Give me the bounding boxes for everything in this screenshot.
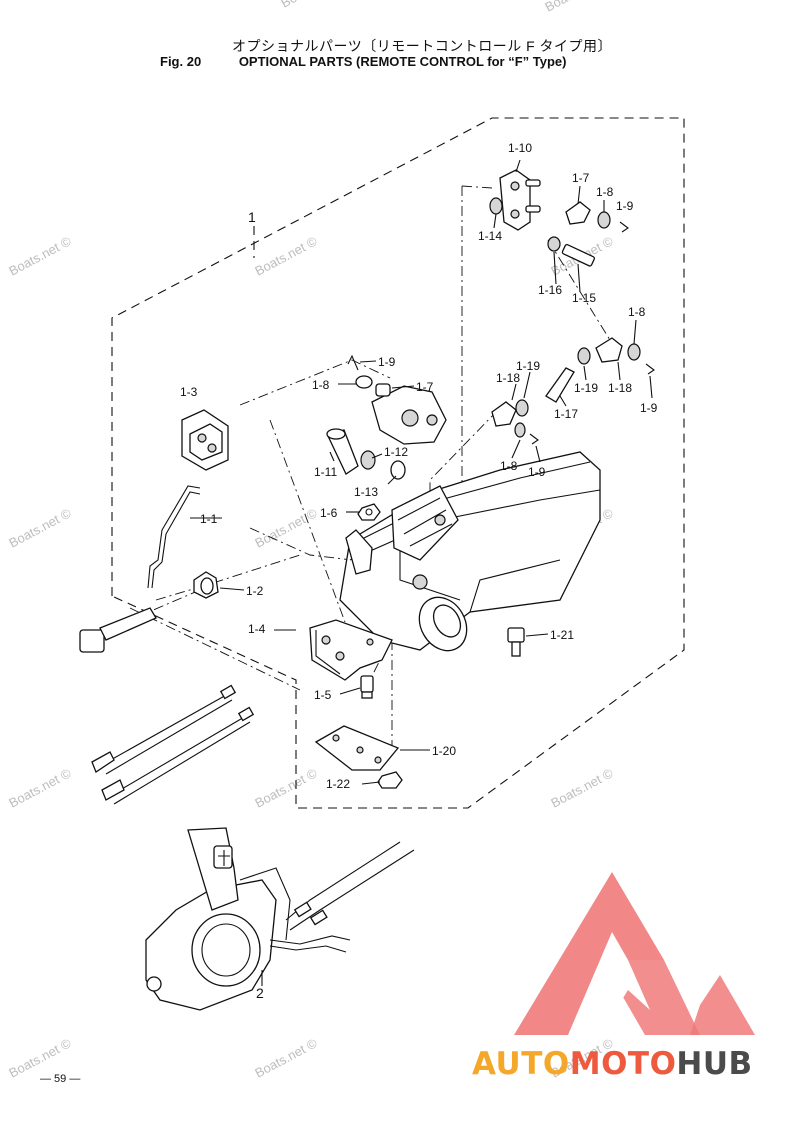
shift-linkage-top bbox=[489, 169, 629, 267]
assembly-boundary bbox=[111, 117, 685, 809]
callout-1-17: 1-17 bbox=[554, 407, 578, 421]
callout-1-9: 1-9 bbox=[616, 199, 634, 213]
watermark: Boats.net © bbox=[6, 505, 74, 550]
callout-1-18: 1-18 bbox=[608, 381, 632, 395]
watermark: Boats.net © bbox=[6, 233, 74, 278]
callout-1-14: 1-14 bbox=[478, 229, 502, 243]
watermark: Boats.net © bbox=[548, 765, 616, 810]
callout-1-9: 1-9 bbox=[378, 355, 396, 369]
title-japanese: オプショナルパーツ〔リモートコントロール F タイプ用〕 bbox=[232, 38, 613, 54]
callout-1-18: 1-18 bbox=[496, 371, 520, 385]
throttle-arm-assembly bbox=[326, 354, 447, 480]
watermark: Boats.net © bbox=[252, 765, 320, 810]
watermark: Boats.net © bbox=[6, 765, 74, 810]
callout-1-9: 1-9 bbox=[640, 401, 658, 415]
callout-1-5: 1-5 bbox=[314, 688, 332, 702]
callout-1-4: 1-4 bbox=[248, 622, 266, 636]
bracket-plate bbox=[309, 619, 393, 681]
watermark: Boats.net © bbox=[252, 233, 320, 278]
engine-mount-frame bbox=[339, 451, 601, 652]
figure-title: OPTIONAL PARTS (REMOTE CONTROL for “F” T… bbox=[238, 54, 567, 69]
grommet bbox=[193, 571, 219, 599]
figure-number: Fig. 20 bbox=[160, 54, 202, 69]
brand-hub: HUB bbox=[676, 1046, 753, 1082]
callout-1-7: 1-7 bbox=[572, 171, 590, 185]
watermark: Boats.net © bbox=[542, 0, 610, 15]
remote-control-box bbox=[145, 827, 415, 1011]
shift-linkage-right bbox=[491, 337, 655, 445]
callout-1-2: 1-2 bbox=[246, 584, 264, 598]
callout-1-8: 1-8 bbox=[628, 305, 646, 319]
throttle-rod bbox=[79, 485, 201, 653]
callout-1-7: 1-7 bbox=[416, 380, 434, 394]
brand-moto: MOTO bbox=[569, 1046, 677, 1082]
callout-1-19: 1-19 bbox=[574, 381, 598, 395]
callout-1-13: 1-13 bbox=[354, 485, 378, 499]
callout-1-20: 1-20 bbox=[432, 744, 456, 758]
callout-1-8: 1-8 bbox=[500, 459, 518, 473]
callout-2: 2 bbox=[256, 985, 264, 1001]
callout-1-3: 1-3 bbox=[180, 385, 198, 399]
watermark: Boats.net © bbox=[278, 0, 346, 11]
callout-1-8: 1-8 bbox=[596, 185, 614, 199]
control-cables bbox=[91, 684, 255, 805]
callout-labels: 1 1-1 1-2 1-3 1-4 1-5 1-6 1-7 1-7 1-8 1-… bbox=[180, 141, 658, 1001]
callout-1-22: 1-22 bbox=[326, 777, 350, 791]
logo-triangle-icon bbox=[514, 872, 755, 1035]
callout-1-12: 1-12 bbox=[384, 445, 408, 459]
fasteners bbox=[357, 503, 525, 789]
callout-1-21: 1-21 bbox=[550, 628, 574, 642]
watermark: Boats.net © bbox=[252, 1035, 320, 1080]
mounting-plate bbox=[314, 725, 400, 771]
callout-1-19: 1-19 bbox=[516, 359, 540, 373]
brand-logo-text: AUTOMOTOHUB bbox=[472, 1046, 753, 1082]
grommet-plate bbox=[181, 409, 229, 471]
callout-1-10: 1-10 bbox=[508, 141, 532, 155]
callout-1-16: 1-16 bbox=[538, 283, 562, 297]
title-english: Fig. 20 OPTIONAL PARTS (REMOTE CONTROL f… bbox=[160, 54, 566, 69]
callout-1: 1 bbox=[248, 209, 256, 225]
callout-1-11: 1-11 bbox=[314, 465, 337, 479]
callout-1-1: 1-1 bbox=[200, 512, 218, 526]
leader-lines bbox=[190, 159, 653, 986]
callout-1-9: 1-9 bbox=[528, 465, 546, 479]
callout-1-8: 1-8 bbox=[312, 378, 330, 392]
callout-1-15: 1-15 bbox=[572, 291, 596, 305]
callout-1-6: 1-6 bbox=[320, 506, 338, 520]
page-number: — 59 — bbox=[40, 1073, 81, 1085]
brand-auto: AUTO bbox=[472, 1046, 570, 1082]
